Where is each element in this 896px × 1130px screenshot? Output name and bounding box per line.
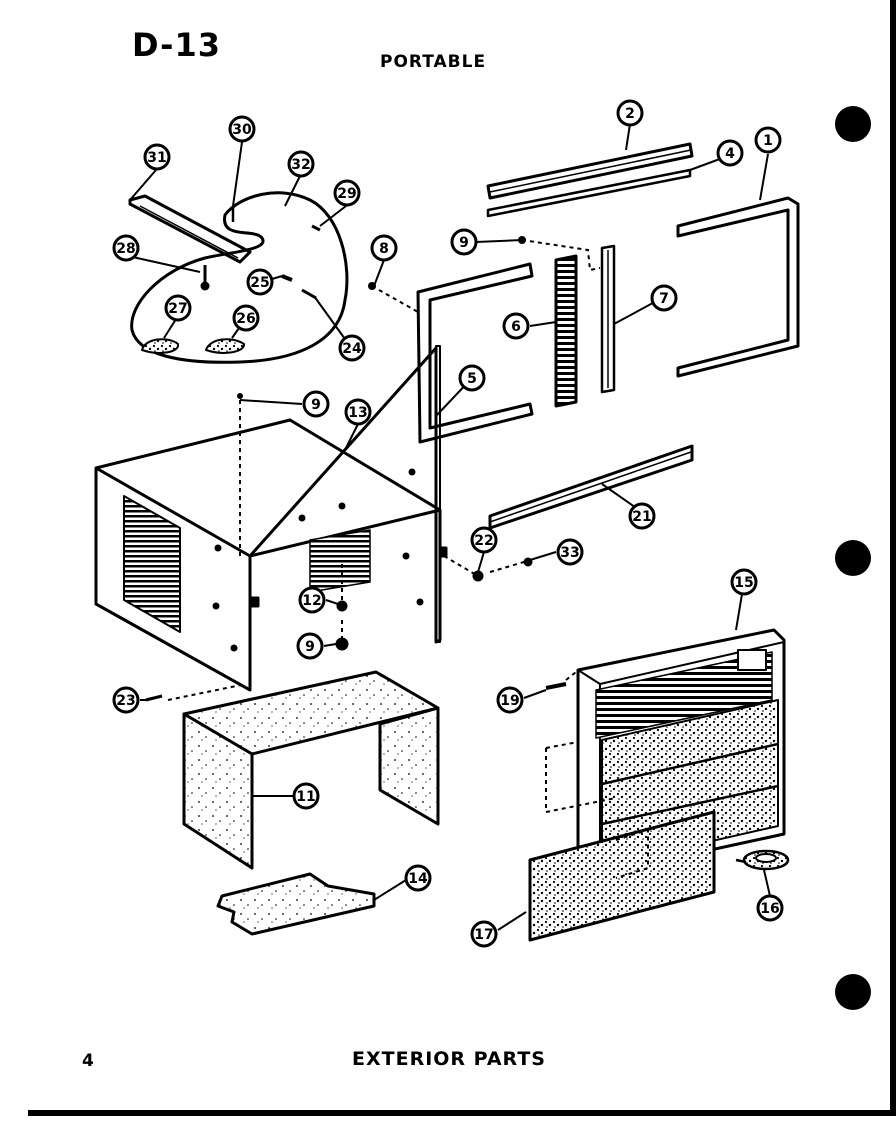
callout-1: 1 bbox=[763, 133, 773, 149]
punch-hole-top bbox=[835, 106, 871, 142]
cabinet-right-edge bbox=[435, 345, 441, 643]
punch-hole-middle bbox=[835, 540, 871, 576]
callout-15: 15 bbox=[734, 575, 753, 591]
callout-30: 30 bbox=[232, 122, 252, 138]
side-louvre bbox=[123, 495, 181, 633]
callout-6: 6 bbox=[511, 319, 521, 335]
callout-13: 13 bbox=[348, 405, 367, 421]
callout-27: 27 bbox=[168, 301, 187, 317]
callout-21: 21 bbox=[632, 509, 651, 525]
footer-title: EXTERIOR PARTS bbox=[352, 1048, 546, 1070]
callout-31: 31 bbox=[147, 150, 166, 166]
callout-5: 5 bbox=[467, 371, 477, 387]
cabinet-group bbox=[94, 345, 448, 692]
grille-louvres bbox=[595, 651, 773, 739]
accessory-bag-group bbox=[128, 191, 349, 364]
accessory-bag-outline bbox=[130, 191, 349, 364]
diagram-subtitle: PORTABLE bbox=[380, 52, 487, 72]
rear-louvre bbox=[309, 529, 371, 593]
callout-26: 26 bbox=[236, 311, 255, 327]
window-kit-group bbox=[368, 142, 800, 530]
callout-12: 12 bbox=[302, 593, 321, 609]
callout-24: 24 bbox=[342, 341, 362, 357]
callout-7: 7 bbox=[659, 291, 669, 307]
callout-9-bottom: 9 bbox=[305, 639, 315, 655]
side-frame-5 bbox=[416, 262, 534, 444]
diagram-code: D-13 bbox=[132, 26, 221, 64]
base-pan-left-leg bbox=[182, 712, 254, 870]
callout-29: 29 bbox=[337, 186, 356, 202]
callout-16: 16 bbox=[760, 901, 779, 917]
foot-26 bbox=[205, 338, 245, 354]
scan-edge-bottom bbox=[28, 1110, 896, 1116]
dashed-leaders bbox=[167, 239, 649, 879]
callout-8: 8 bbox=[379, 241, 389, 257]
callout-numbers: 2 1 4 30 31 32 29 28 8 9 25 27 26 7 6 24… bbox=[116, 106, 779, 943]
page-number: 4 bbox=[82, 1051, 94, 1071]
callout-33: 33 bbox=[560, 545, 579, 561]
callout-28: 28 bbox=[116, 241, 135, 257]
side-frame-1 bbox=[676, 196, 800, 378]
foot-27 bbox=[141, 338, 180, 354]
callout-25: 25 bbox=[250, 275, 269, 291]
base-pan-group bbox=[182, 670, 440, 870]
callout-19: 19 bbox=[500, 693, 519, 709]
top-channel-2 bbox=[486, 142, 694, 200]
callout-23: 23 bbox=[116, 693, 135, 709]
callout-9-top: 9 bbox=[459, 235, 469, 251]
hardware-group bbox=[145, 393, 567, 702]
seal-strip-4 bbox=[486, 168, 692, 218]
scan-edge-right bbox=[890, 0, 896, 1116]
mounting-bracket-31 bbox=[128, 194, 252, 264]
callout-22: 22 bbox=[474, 533, 493, 549]
divider-7 bbox=[600, 244, 616, 394]
callout-17: 17 bbox=[474, 927, 493, 943]
callout-11: 11 bbox=[296, 789, 315, 805]
callout-14: 14 bbox=[408, 871, 428, 887]
front-grille-group bbox=[576, 628, 786, 876]
callout-circles bbox=[112, 99, 784, 948]
cover-plate-14 bbox=[216, 872, 376, 936]
filler-panel-6 bbox=[554, 254, 578, 408]
callout-9-middle: 9 bbox=[311, 397, 321, 413]
bottom-channel-21 bbox=[488, 444, 694, 530]
base-pan-right-leg bbox=[378, 706, 440, 826]
callout-4: 4 bbox=[725, 146, 735, 162]
callout-32: 32 bbox=[291, 157, 310, 173]
punch-hole-bottom bbox=[835, 974, 871, 1010]
control-knob-16 bbox=[735, 849, 790, 871]
callout-2: 2 bbox=[625, 106, 635, 122]
